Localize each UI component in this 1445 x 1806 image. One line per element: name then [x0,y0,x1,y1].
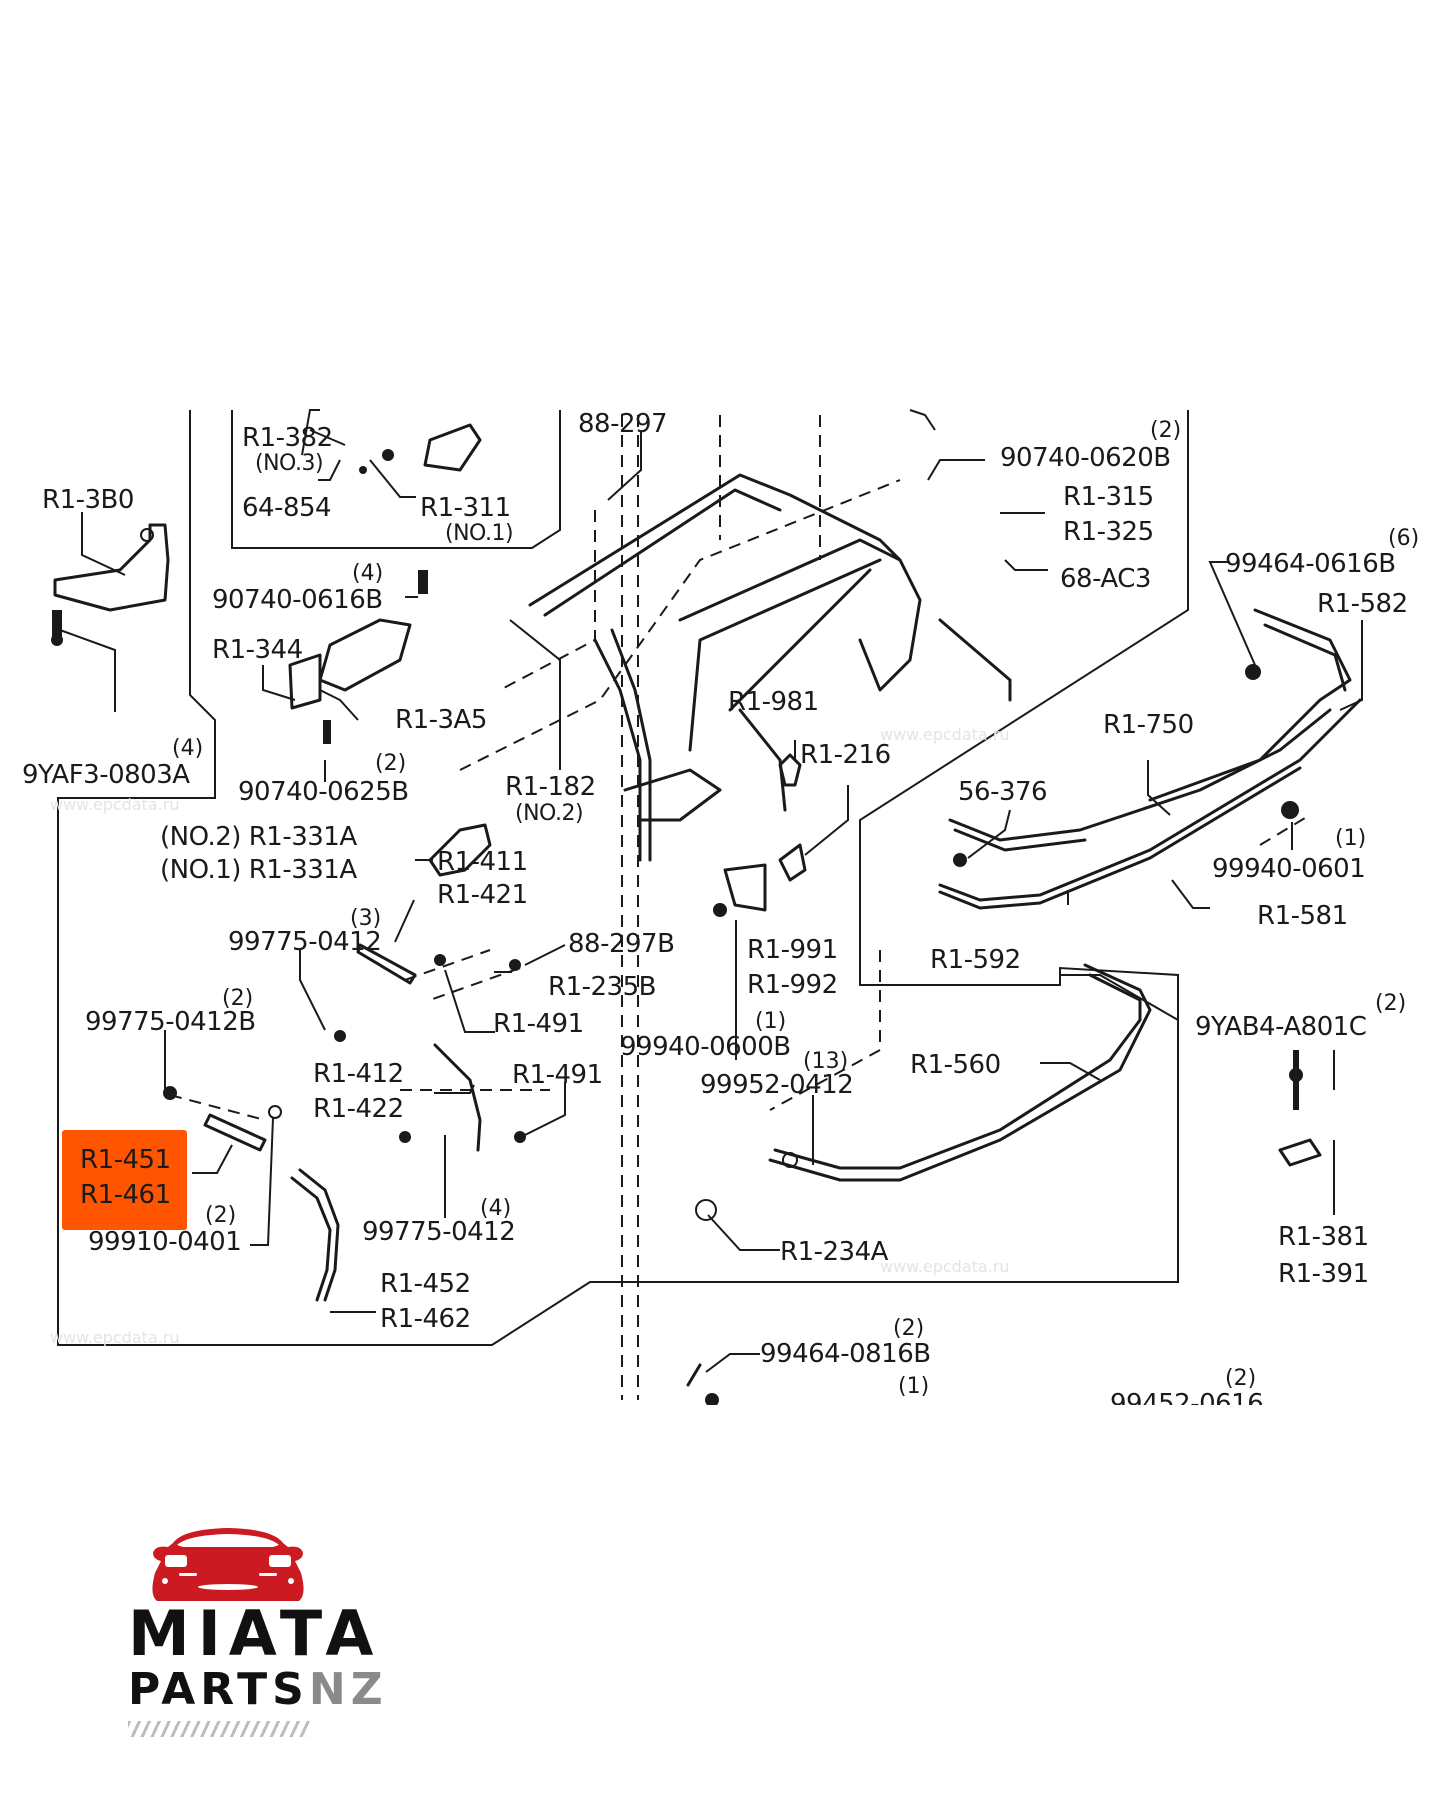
qty-label: (2) [205,1203,236,1228]
label-r1-981[interactable]: R1-981 [728,687,819,717]
label-99464-0816b[interactable]: 99464-0816B [760,1339,931,1369]
label-56-376[interactable]: 56-376 [958,777,1048,807]
logo-nz: NZ [308,1664,388,1715]
part-labels: R1-382 (NO.3) 64-854 R1-311 (NO.1) 88-29… [22,409,1419,1419]
label-r1-381[interactable]: R1-381 [1278,1222,1369,1252]
qty-label: (1) [898,1374,929,1399]
label-r1-411[interactable]: R1-411 [437,847,528,877]
label-r1-382[interactable]: R1-382 [242,423,333,453]
label-r1-581[interactable]: R1-581 [1257,901,1348,931]
label-99775-0412-b[interactable]: 99775-0412 [362,1217,516,1247]
label-r1-331a-no1[interactable]: (NO.1) R1-331A [160,855,358,885]
label-99464-0616b[interactable]: 99464-0616B [1225,549,1396,579]
label-88-297[interactable]: 88-297 [578,409,668,439]
label-r1-3b0[interactable]: R1-3B0 [42,485,134,515]
watermark: www.epcdata.ru [880,725,1010,744]
label-r1-560[interactable]: R1-560 [910,1050,1001,1080]
label-r1-391[interactable]: R1-391 [1278,1259,1369,1289]
label-99940-0601[interactable]: 99940-0601 [1212,854,1366,884]
label-r1-422[interactable]: R1-422 [313,1094,404,1124]
label-88-297b[interactable]: 88-297B [568,929,675,959]
watermark: www.epcdata.ru [50,1328,180,1347]
qty-label: (2) [1375,991,1406,1016]
label-r1-216[interactable]: R1-216 [800,740,891,770]
label-99952-0412[interactable]: 99952-0412 [700,1070,854,1100]
label-r1-234a[interactable]: R1-234A [780,1237,889,1267]
qty-label: (1) [755,1009,786,1034]
label-90740-0625b[interactable]: 90740-0625B [238,777,409,807]
label-no2: (NO.2) [515,801,583,826]
label-r1-491[interactable]: R1-491 [493,1009,584,1039]
label-90740-0620b[interactable]: 90740-0620B [1000,443,1171,473]
qty-label: (2) [1150,418,1181,443]
watermark: www.epcdata.ru [50,795,180,814]
logo-parts: PARTS [128,1664,309,1715]
brand-logo[interactable]: MIATA PARTSNZ [128,1525,383,1737]
label-r1-462[interactable]: R1-462 [380,1304,471,1334]
qty-label: (4) [172,736,203,761]
label-r1-235b[interactable]: R1-235B [548,972,656,1002]
label-no3: (NO.3) [255,451,323,476]
logo-line1: MIATA [128,1597,382,1670]
label-99940-0600b[interactable]: 99940-0600B [620,1032,791,1062]
watermark: www.epcdata.ru [880,1257,1010,1276]
label-r1-491[interactable]: R1-491 [512,1060,603,1090]
label-r1-452[interactable]: R1-452 [380,1269,471,1299]
qty-label: (6) [1388,526,1419,551]
label-r1-991[interactable]: R1-991 [747,935,838,965]
label-r1-182[interactable]: R1-182 [505,772,596,802]
label-r1-421[interactable]: R1-421 [437,880,528,910]
label-r1-582[interactable]: R1-582 [1317,589,1408,619]
guide-lines [169,415,1311,1400]
label-r1-992[interactable]: R1-992 [747,970,838,1000]
qty-label: (1) [1335,826,1366,851]
qty-label: (2) [1225,1366,1256,1391]
qty-label: (2) [222,986,253,1011]
label-9yaf3-0803a[interactable]: 9YAF3-0803A [22,760,191,790]
label-64-854[interactable]: 64-854 [242,493,332,523]
label-90740-0616b[interactable]: 90740-0616B [212,585,383,615]
label-no1: (NO.1) [445,521,513,546]
label-r1-315[interactable]: R1-315 [1063,482,1154,512]
label-r1-461[interactable]: R1-461 [80,1180,171,1210]
label-9yab4-a801c[interactable]: 9YAB4-A801C [1195,1012,1367,1042]
label-r1-325[interactable]: R1-325 [1063,517,1154,547]
car-icon [152,1528,304,1601]
logo-stripes [128,1721,310,1737]
label-r1-412[interactable]: R1-412 [313,1059,404,1089]
qty-label: (4) [480,1196,511,1221]
part-drawings [51,423,1362,1407]
label-99775-0412b[interactable]: 99775-0412B [85,1007,256,1037]
section-outlines [57,410,1189,1346]
qty-label: (4) [352,561,383,586]
watermarks: www.epcdata.ru www.epcdata.ru www.epcdat… [50,725,1010,1347]
logo-line2: PARTSNZ [128,1664,383,1715]
label-r1-592[interactable]: R1-592 [930,945,1021,975]
leader-lines [59,409,1363,1423]
highlighted-part-box[interactable] [62,1130,187,1230]
qty-label: (2) [375,751,406,776]
label-r1-331a-no2[interactable]: (NO.2) R1-331A [160,822,358,852]
qty-label: (2) [893,1316,924,1341]
label-r1-750[interactable]: R1-750 [1103,710,1194,740]
label-r1-311[interactable]: R1-311 [420,493,511,523]
label-r1-344[interactable]: R1-344 [212,635,303,665]
label-99775-0412[interactable]: 99775-0412 [228,927,382,957]
label-r1-451[interactable]: R1-451 [80,1145,171,1175]
label-99910-0401[interactable]: 99910-0401 [88,1227,242,1257]
label-r1-3a5[interactable]: R1-3A5 [395,705,487,735]
label-68-ac3[interactable]: 68-AC3 [1060,564,1151,594]
qty-label: (3) [350,906,381,931]
qty-label: (13) [803,1049,848,1074]
